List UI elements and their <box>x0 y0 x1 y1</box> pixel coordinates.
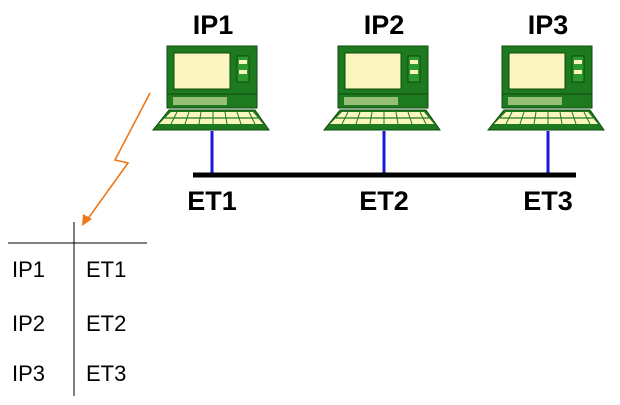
mapping-table: IP1 ET1 IP2 ET2 IP3 ET3 <box>8 222 147 396</box>
host-ip-label: IP3 <box>528 10 569 40</box>
table-cell-ip: IP1 <box>12 257 45 282</box>
table-cell-ethernet: ET1 <box>86 257 126 282</box>
desktop-computer-icon <box>323 45 441 131</box>
table-cell-ethernet: ET2 <box>86 311 126 336</box>
desktop-computer-icon <box>152 45 270 131</box>
table-cell-ip: IP2 <box>12 311 45 336</box>
host-ethernet-label: ET1 <box>187 186 237 216</box>
host-3: IP3 ET3 <box>487 10 605 216</box>
host-ip-label: IP2 <box>364 10 405 40</box>
host-ip-label: IP1 <box>193 10 234 40</box>
desktop-computer-icon <box>487 45 605 131</box>
table-cell-ethernet: ET3 <box>86 361 126 386</box>
host-ethernet-label: ET2 <box>359 186 409 216</box>
host-ethernet-label: ET3 <box>523 186 573 216</box>
lightning-arrow-icon <box>82 92 151 226</box>
host-1: IP1 ET1 <box>152 10 270 216</box>
table-cell-ip: IP3 <box>12 361 45 386</box>
host-2: IP2 ET2 <box>323 10 441 216</box>
